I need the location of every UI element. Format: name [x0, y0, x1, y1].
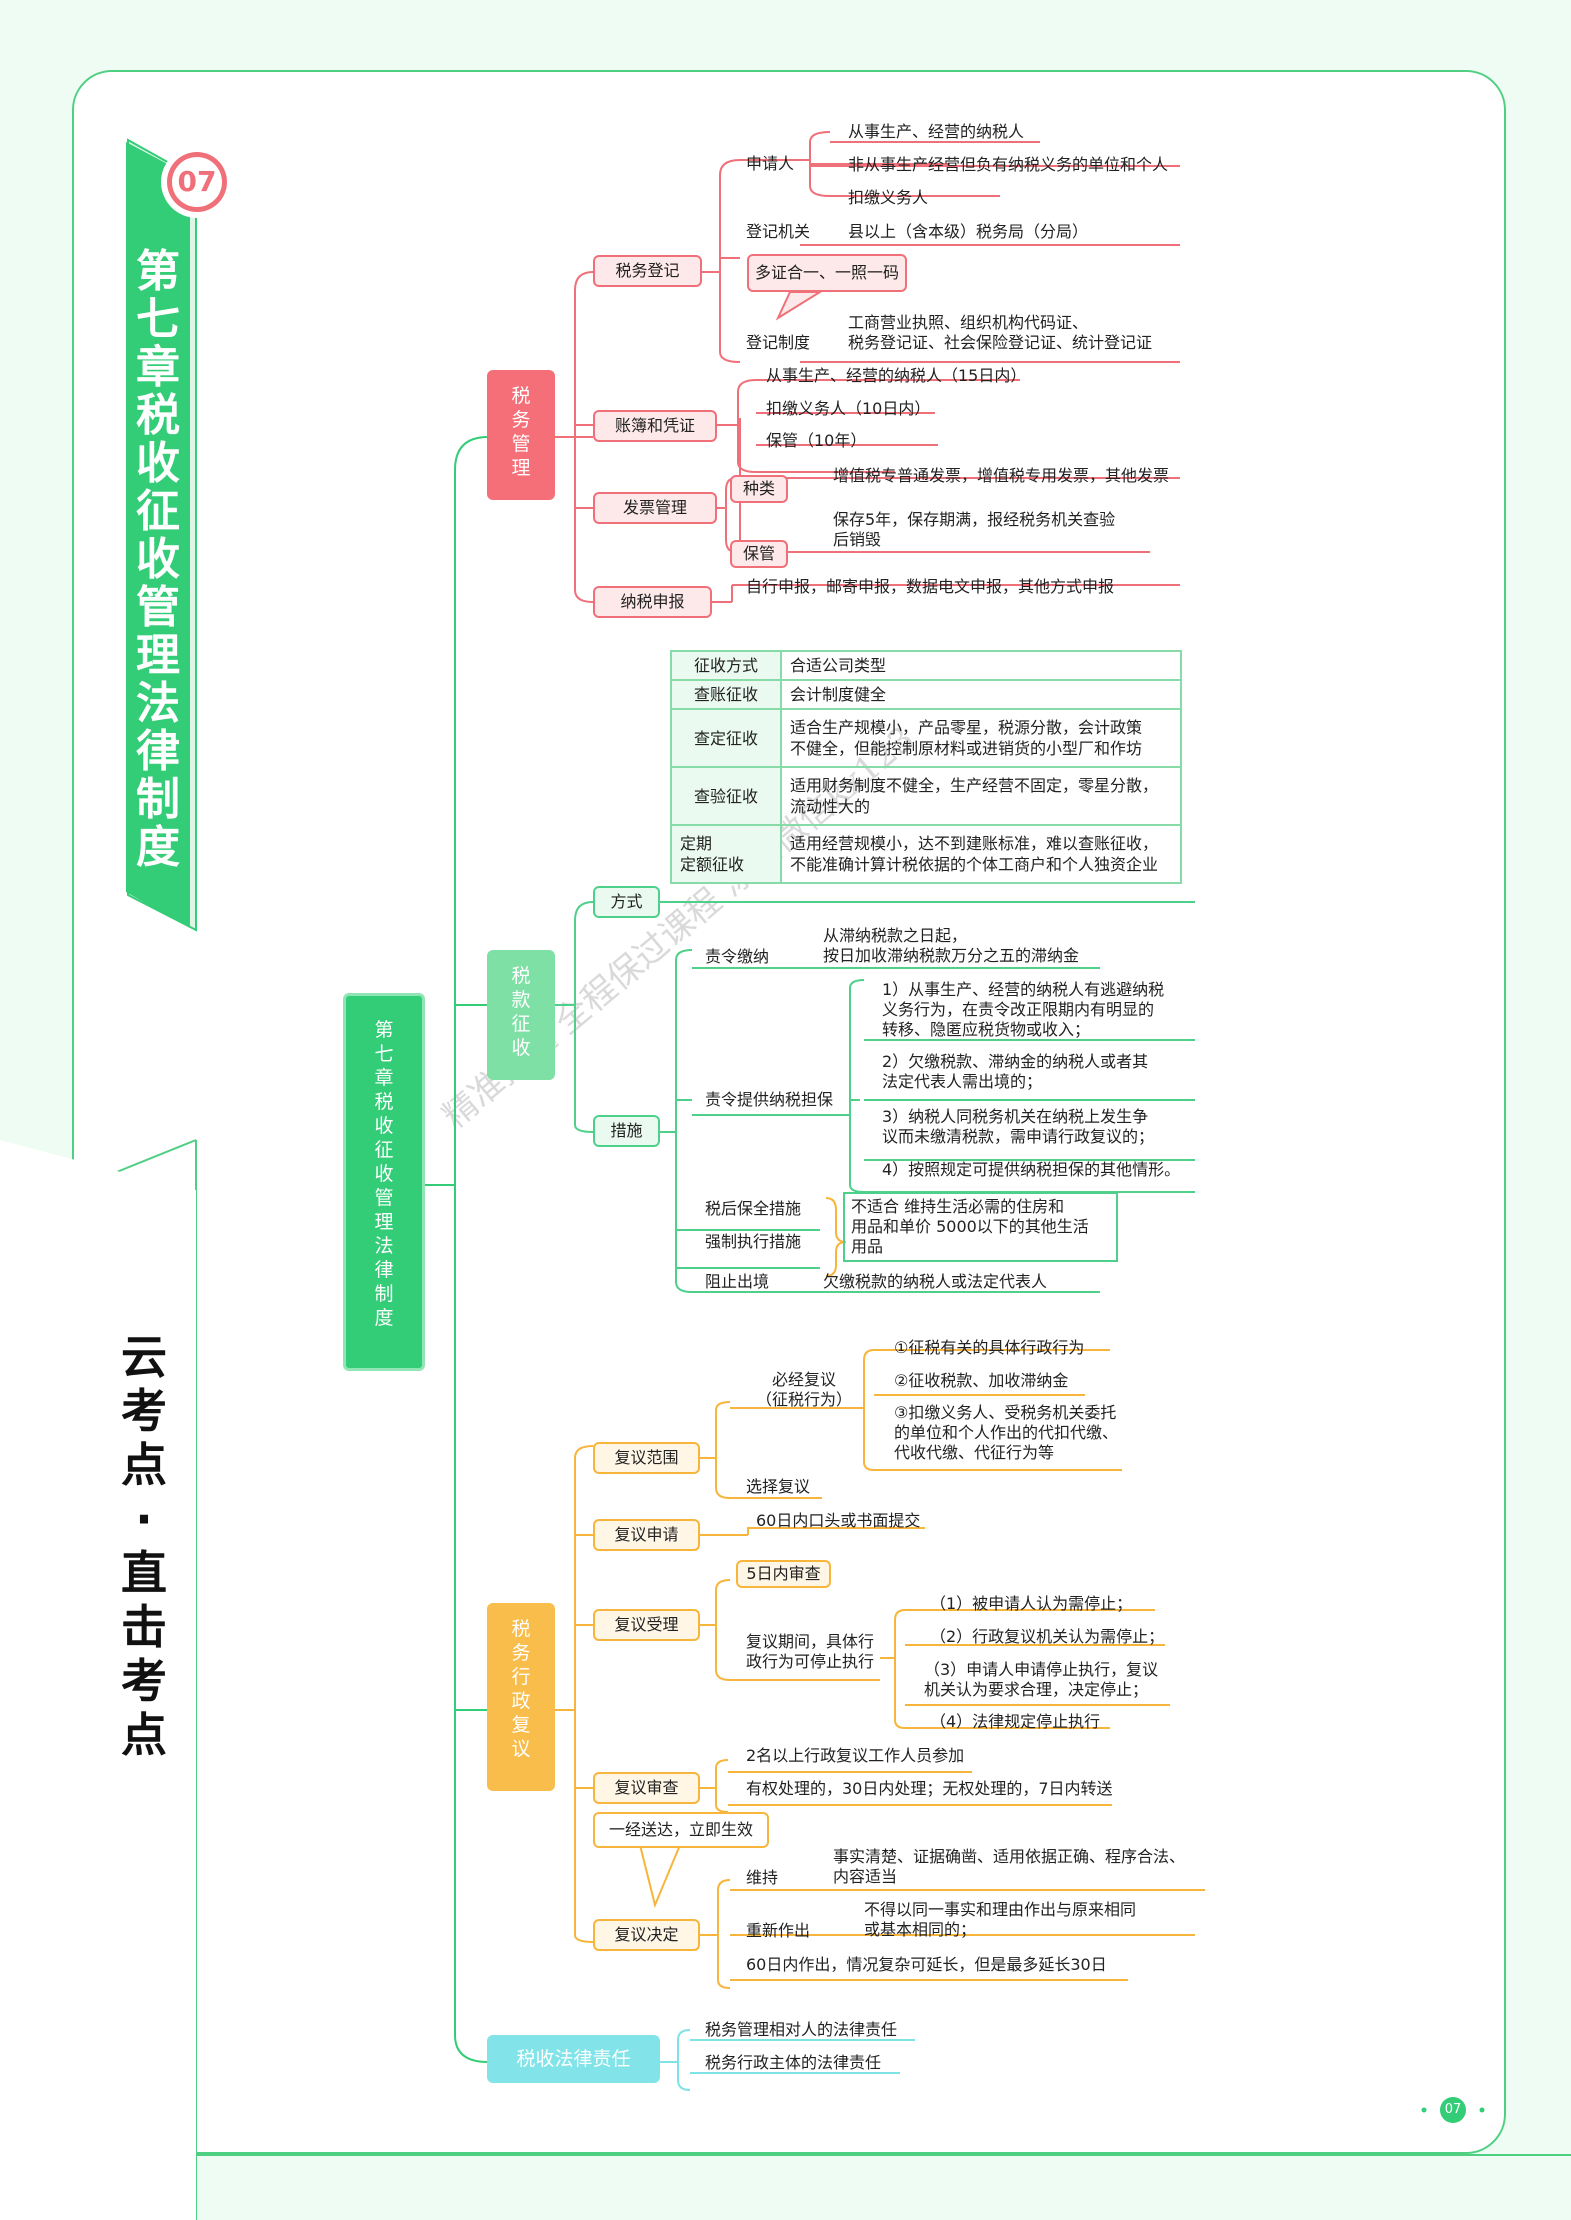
label-guarantee: 责令提供纳税担保	[705, 1090, 834, 1109]
node-review-examine: 复议审查	[593, 1772, 700, 1804]
table-row-key: 定期 定额征收	[670, 824, 782, 884]
must-item-3: ③扣缴义务人、受税务机关委托 的单位和个人作出的代扣代缴、 代收代缴、代征行为等	[894, 1403, 1119, 1462]
label-uphold: 维持	[746, 1868, 779, 1887]
guarantee-item-4: 4）按照规定可提供纳税担保的其他情形。	[882, 1160, 1181, 1179]
guarantee-item-1: 1）从事生产、经营的纳税人有逃避纳税 义务行为，在责令改正限期内有明显的 转移、…	[882, 980, 1165, 1039]
branch-tax-collection: 税款征收	[487, 950, 555, 1080]
books-item-3: 保管（10年）	[766, 431, 867, 450]
registration-authority: 县以上（含本级）税务局（分局）	[848, 222, 1089, 241]
books-item-2: 扣缴义务人（10日内）	[766, 399, 931, 418]
filing-methods: 自行申报，邮寄申报，数据电文申报，其他方式申报	[746, 577, 1115, 596]
table-row-value: 适合生产规模小，产品零星，税源分散，会计政策 不健全，但能控制原材料或进销货的小…	[780, 708, 1182, 768]
label-registration-system: 登记制度	[746, 333, 811, 352]
accept-days-box: 5日内审查	[736, 1560, 831, 1588]
table-row-key: 查验征收	[670, 766, 782, 826]
node-review-scope: 复议范围	[593, 1442, 700, 1474]
liability-item-1: 税务管理相对人的法律责任	[705, 2020, 898, 2039]
node-review-accept: 复议受理	[593, 1609, 700, 1641]
chapter-number: 07	[177, 165, 217, 198]
left-panel	[0, 1190, 196, 2220]
label-optional-review: 选择复议	[746, 1477, 811, 1496]
invoice-kinds: 增值税专普通发票，增值税专用发票，其他发票	[833, 466, 1170, 485]
label-preserve: 税后保全措施	[705, 1199, 802, 1218]
exit-ban-text: 欠缴税款的纳税人或法定代表人	[823, 1272, 1048, 1291]
page-number-badge: 07	[1418, 2095, 1488, 2125]
node-review-apply: 复议申请	[593, 1519, 700, 1551]
label-applicant: 申请人	[746, 154, 795, 173]
table-row-key: 征收方式	[670, 650, 782, 681]
redo-text: 不得以同一事实和理由作出与原来相同 或基本相同的；	[864, 1900, 1137, 1939]
page-number-decoration	[1421, 2097, 1485, 2123]
examine-item-1: 2名以上行政复议工作人员参加	[746, 1746, 965, 1765]
node-invoice-kind: 种类	[730, 475, 788, 503]
label-enforce: 强制执行措施	[705, 1232, 802, 1251]
branch-tax-management: 税务管理	[487, 370, 555, 500]
uphold-text: 事实清楚、证据确凿、适用依据正确、程序合法、 内容适当	[833, 1847, 1186, 1886]
table-row-value: 会计制度健全	[780, 679, 1182, 710]
stop-item-3: （3）申请人申请停止执行，复议 机关认为要求合理，决定停止；	[924, 1660, 1159, 1699]
applicant-3: 扣缴义务人	[848, 188, 929, 207]
table-row-key: 查账征收	[670, 679, 782, 710]
table-row-key: 查定征收	[670, 708, 782, 768]
table-row-value: 适用财务制度不健全，生产经营不固定，零星分散， 流动性大的	[780, 766, 1182, 826]
registration-system: 工商营业执照、组织机构代码证、 税务登记证、社会保险登记证、统计登记证	[848, 313, 1153, 352]
applicant-1: 从事生产、经营的纳税人	[848, 122, 1025, 141]
left-panel-corner	[0, 1140, 196, 1192]
branch-legal-liability: 税收法律责任	[487, 2035, 660, 2083]
label-stop-execution: 复议期间，具体行 政行为可停止执行	[746, 1632, 875, 1671]
series-title: 云考点·直击考点	[121, 1330, 167, 1762]
label-exit-ban: 阻止出境	[705, 1272, 770, 1291]
label-redo: 重新作出	[746, 1921, 811, 1940]
guarantee-item-3: 3）纳税人同税务机关在纳税上发生争 议而未缴清税款，需申请行政复议的；	[882, 1107, 1155, 1146]
order-pay-text: 从滞纳税款之日起， 按日加收滞纳税款万分之五的滞纳金	[823, 926, 1080, 965]
review-apply-text: 60日内口头或书面提交	[756, 1511, 921, 1530]
table-row-value: 合适公司类型	[780, 650, 1182, 681]
invoice-keep: 保存5年，保存期满，报经税务机关查验 后销毁	[833, 510, 1116, 549]
stop-item-2: （2）行政复议机关认为需停止；	[930, 1627, 1165, 1646]
must-item-2: ②征收税款、加收滞纳金	[894, 1371, 1069, 1390]
node-collection-measures: 措施	[593, 1115, 660, 1147]
node-invoice-keep: 保管	[730, 540, 788, 568]
label-must-review: 必经复议 （征税行为）	[756, 1370, 853, 1409]
label-registration-authority: 登记机关	[746, 222, 811, 241]
node-books-vouchers: 账簿和凭证	[593, 410, 717, 442]
root-node: 第七章 税收征收管理法律制度	[343, 993, 425, 1371]
node-tax-registration: 税务登记	[593, 255, 702, 287]
applicant-2: 非从事生产经营但负有纳税义务的单位和个人	[848, 155, 1169, 174]
examine-item-2: 有权处理的，30日内处理；无权处理的，7日内转送	[746, 1779, 1113, 1798]
must-item-1: ①征税有关的具体行政行为	[894, 1338, 1085, 1357]
callout-multi-cert: 多证合一、一照一码	[747, 254, 907, 292]
branch-admin-review: 税务行政复议	[487, 1603, 555, 1791]
decision-time-limit: 60日内作出，情况复杂可延长，但是最多延长30日	[746, 1955, 1107, 1974]
stop-item-4: （4）法律规定停止执行	[930, 1712, 1101, 1731]
books-item-1: 从事生产、经营的纳税人（15日内）	[766, 366, 1027, 385]
stop-item-1: （1）被申请人认为需停止；	[930, 1594, 1133, 1613]
callout-effective: 一经送达，立即生效	[593, 1812, 769, 1848]
node-tax-filing: 纳税申报	[593, 586, 712, 618]
table-row-value: 适用经营规模小，达不到建账标准，难以查账征收， 不能准确计算计税依据的个体工商户…	[780, 824, 1182, 884]
node-invoice-management: 发票管理	[593, 492, 717, 524]
chapter-title: 第七章 税收征收管理法律制度	[136, 246, 180, 873]
liability-item-2: 税务行政主体的法律责任	[705, 2053, 882, 2072]
page-number: 07	[1444, 2102, 1462, 2117]
node-review-decision: 复议决定	[593, 1919, 700, 1951]
node-collection-methods: 方式	[593, 886, 660, 918]
page-frame	[72, 70, 1506, 2154]
label-order-pay: 责令缴纳	[705, 947, 770, 966]
guarantee-item-2: 2）欠缴税款、滞纳金的纳税人或者其 法定代表人需出境的；	[882, 1052, 1149, 1091]
collection-methods-table: 征收方式合适公司类型 查账征收会计制度健全 查定征收适合生产规模小，产品零星，税…	[670, 650, 1182, 884]
not-apply-box: 不适合 维持生活必需的住房和 用品和单价 5000以下的其他生活 用品	[843, 1192, 1118, 1262]
